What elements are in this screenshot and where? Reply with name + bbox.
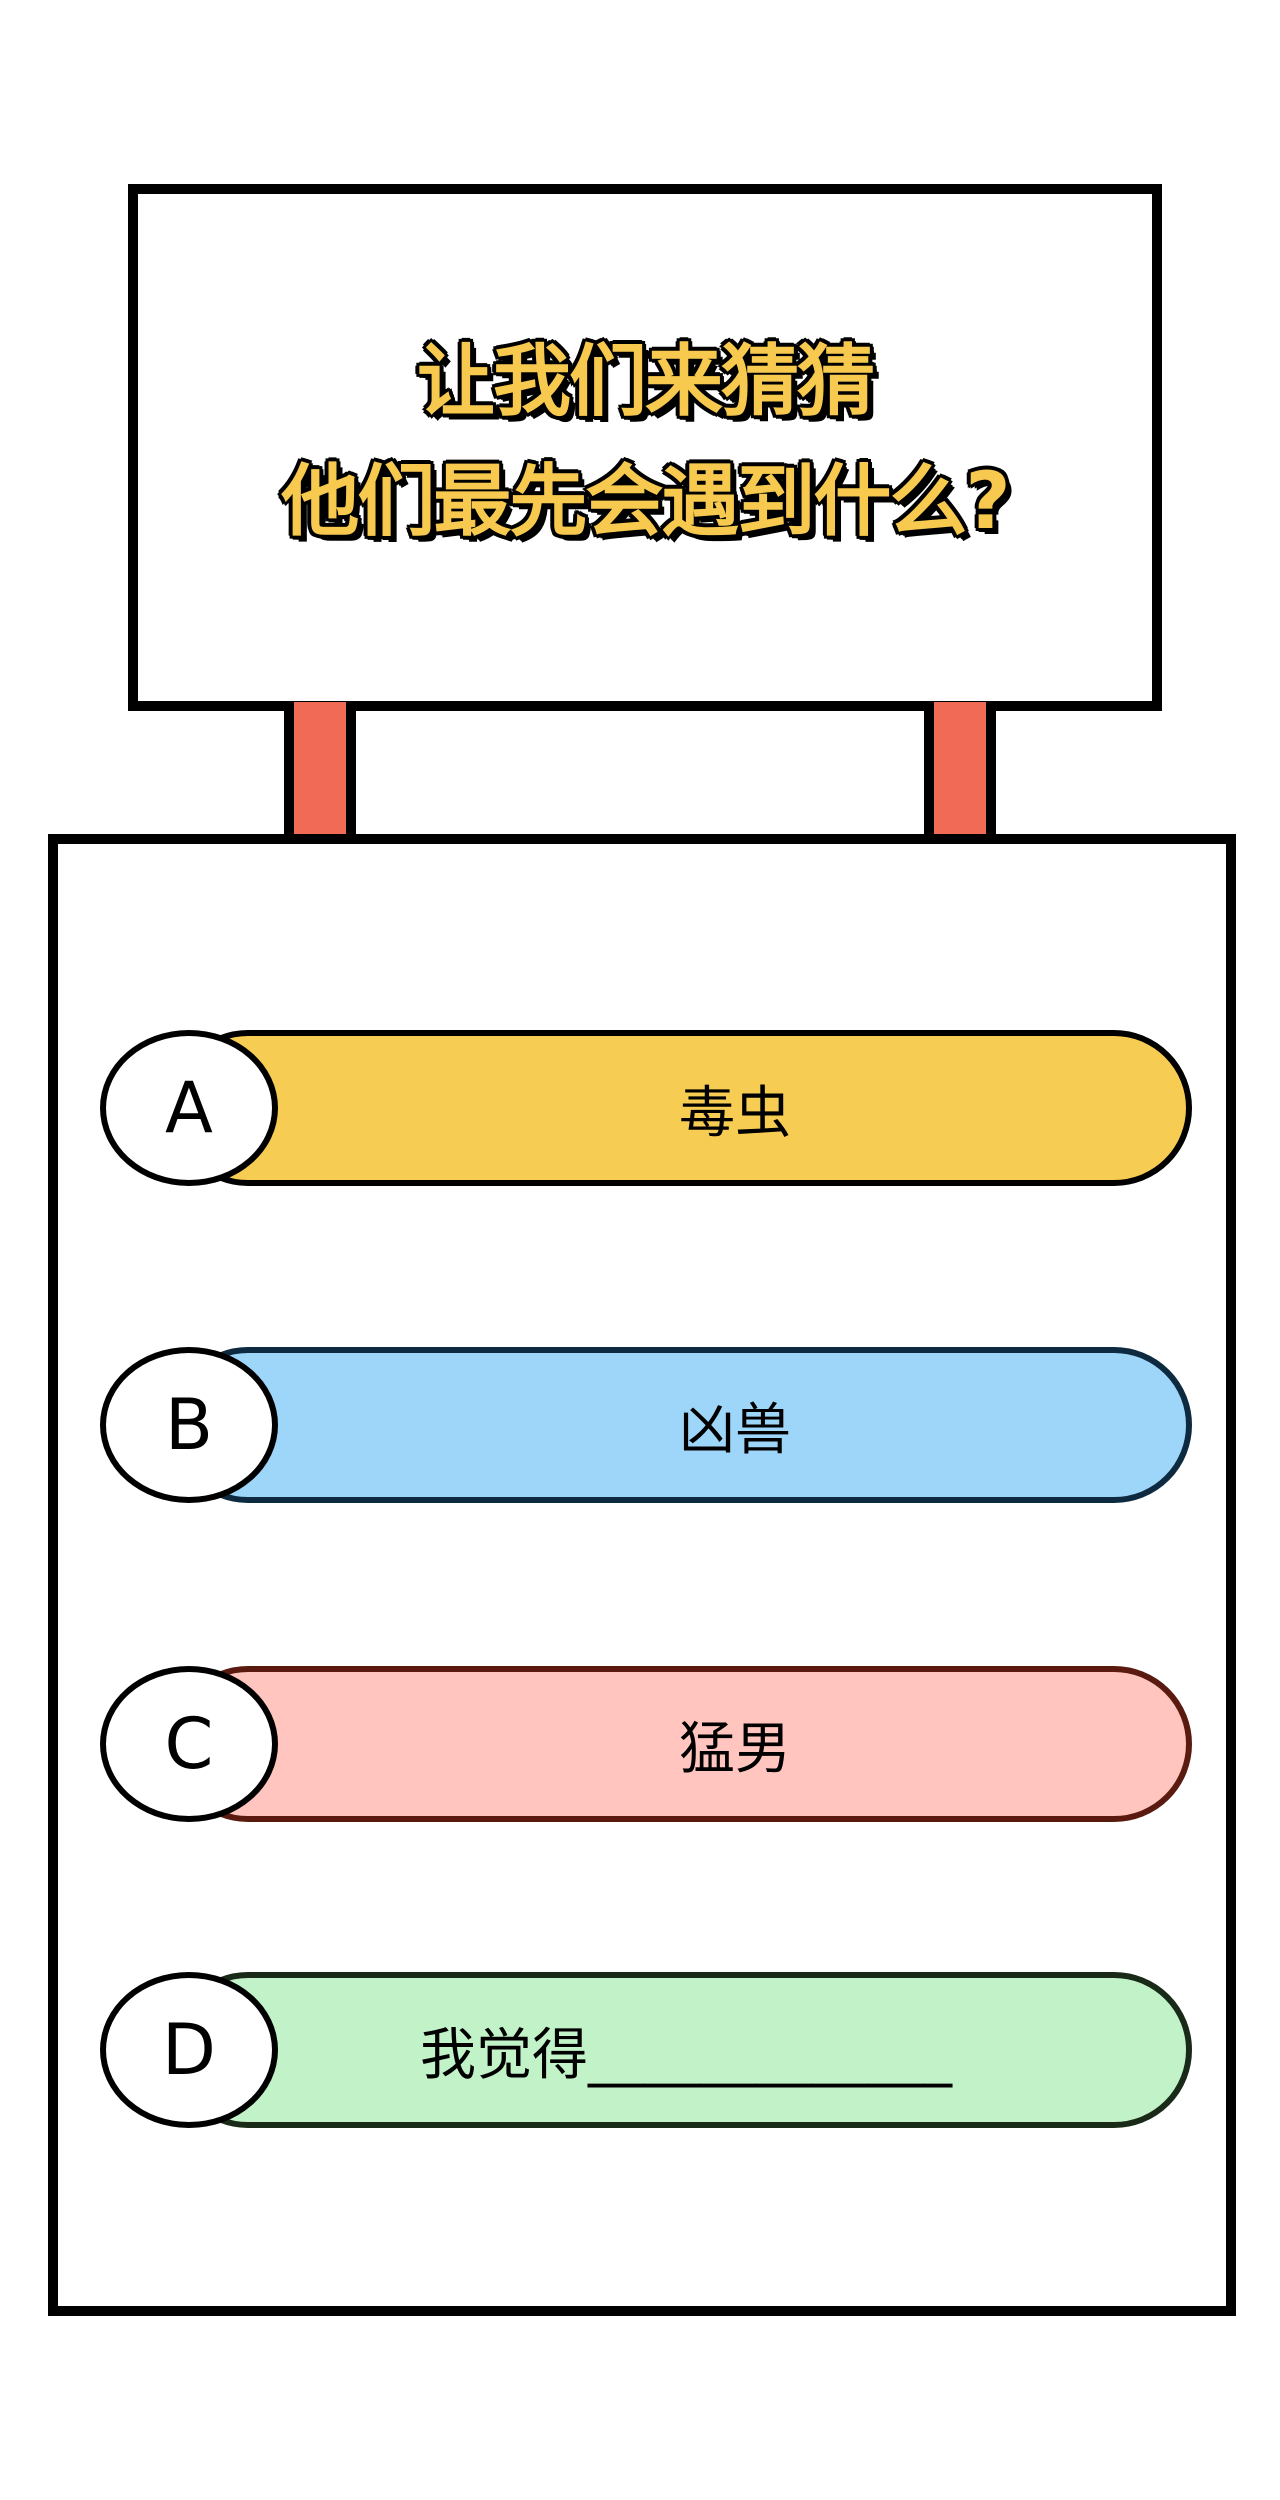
option-c-label: 猛男 — [679, 1716, 791, 1782]
option-a-letter-badge: A — [100, 1030, 278, 1186]
option-b-pill[interactable] — [170, 1347, 1192, 1503]
option-d-letter-badge: D — [100, 1972, 278, 2128]
option-d-pill[interactable] — [170, 1972, 1192, 2128]
option-c[interactable]: C 猛男 — [100, 1666, 1192, 1822]
option-a-label: 毒虫 — [679, 1080, 791, 1146]
option-d-label: 我觉得_____________ — [420, 2022, 952, 2088]
option-b-letter-badge: B — [100, 1347, 278, 1503]
option-b[interactable]: B 凶兽 — [100, 1347, 1192, 1503]
option-c-pill[interactable] — [170, 1666, 1192, 1822]
option-d[interactable]: D 我觉得_____________ — [100, 1972, 1192, 2128]
option-a[interactable]: A 毒虫 — [100, 1030, 1192, 1186]
option-b-label: 凶兽 — [679, 1397, 791, 1463]
question-title-line-1: 让我们来猜猜 — [415, 337, 877, 427]
option-c-letter-badge: C — [100, 1666, 278, 1822]
question-title-line-2: 他们最先会遇到什么? — [279, 457, 1012, 547]
question-sign-board: 让我们来猜猜 他们最先会遇到什么? — [128, 184, 1162, 711]
sign-post-right — [924, 702, 996, 844]
option-a-pill[interactable] — [170, 1030, 1192, 1186]
sign-post-left — [284, 702, 356, 844]
